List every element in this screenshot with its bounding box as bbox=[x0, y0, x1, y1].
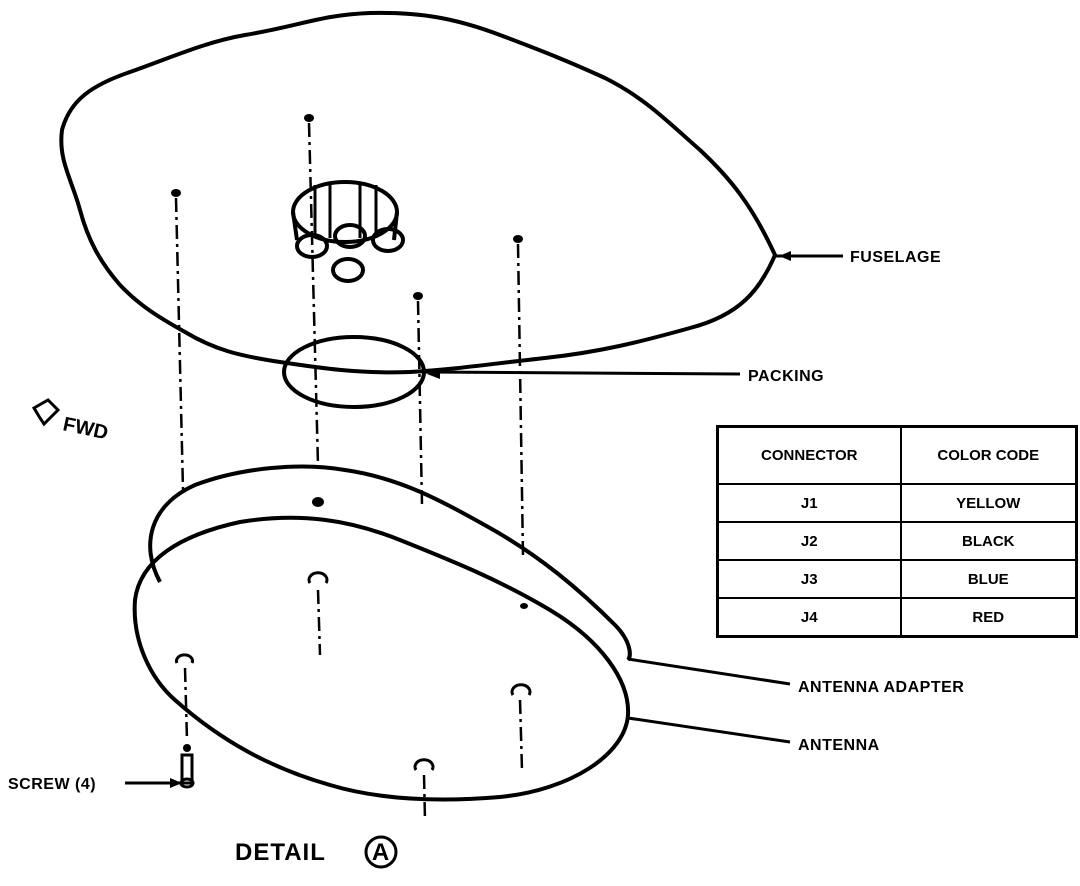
detail-circle bbox=[364, 835, 398, 869]
table-row: J3 BLUE bbox=[716, 559, 1078, 599]
connector-receptacle bbox=[291, 180, 405, 283]
connector-color-table: CONNECTOR COLOR CODE J1 YELLOW J2 BLACK … bbox=[716, 425, 1078, 638]
antenna-adapter-outline bbox=[148, 464, 632, 662]
color-cell: BLUE bbox=[899, 559, 1078, 599]
label-screw: SCREW (4) bbox=[8, 776, 96, 793]
table-row: J4 RED bbox=[716, 597, 1078, 638]
table-header-row: CONNECTOR COLOR CODE bbox=[716, 425, 1078, 485]
color-cell: YELLOW bbox=[899, 483, 1078, 523]
label-antenna: ANTENNA bbox=[798, 737, 880, 754]
alignment-lines bbox=[174, 122, 525, 821]
table-row: J1 YELLOW bbox=[716, 483, 1078, 523]
detail-caption: DETAIL bbox=[235, 839, 326, 866]
label-fwd: FWD bbox=[61, 413, 110, 444]
label-fuselage: FUSELAGE bbox=[850, 249, 941, 266]
fuselage-screw-holes bbox=[171, 114, 523, 300]
antenna-outline bbox=[132, 515, 631, 802]
connector-cell: J1 bbox=[716, 483, 902, 523]
connector-cell: J3 bbox=[716, 559, 902, 599]
connector-cell: J2 bbox=[716, 521, 902, 561]
detail-letter: A bbox=[372, 839, 390, 866]
connector-cell: J4 bbox=[716, 597, 902, 638]
label-packing: PACKING bbox=[748, 368, 824, 385]
table-row: J2 BLACK bbox=[716, 521, 1078, 561]
fuselage-outline bbox=[59, 10, 778, 375]
forward-arrow-icon bbox=[31, 398, 61, 427]
header-color-code: COLOR CODE bbox=[899, 425, 1078, 485]
label-antenna-adapter: ANTENNA ADAPTER bbox=[798, 679, 964, 696]
header-connector: CONNECTOR bbox=[716, 425, 902, 485]
mounting-holes bbox=[175, 497, 532, 771]
screw bbox=[179, 744, 195, 789]
leader-arrowheads bbox=[170, 251, 791, 788]
color-cell: RED bbox=[899, 597, 1078, 638]
packing-gasket bbox=[282, 335, 426, 409]
color-cell: BLACK bbox=[899, 521, 1078, 561]
